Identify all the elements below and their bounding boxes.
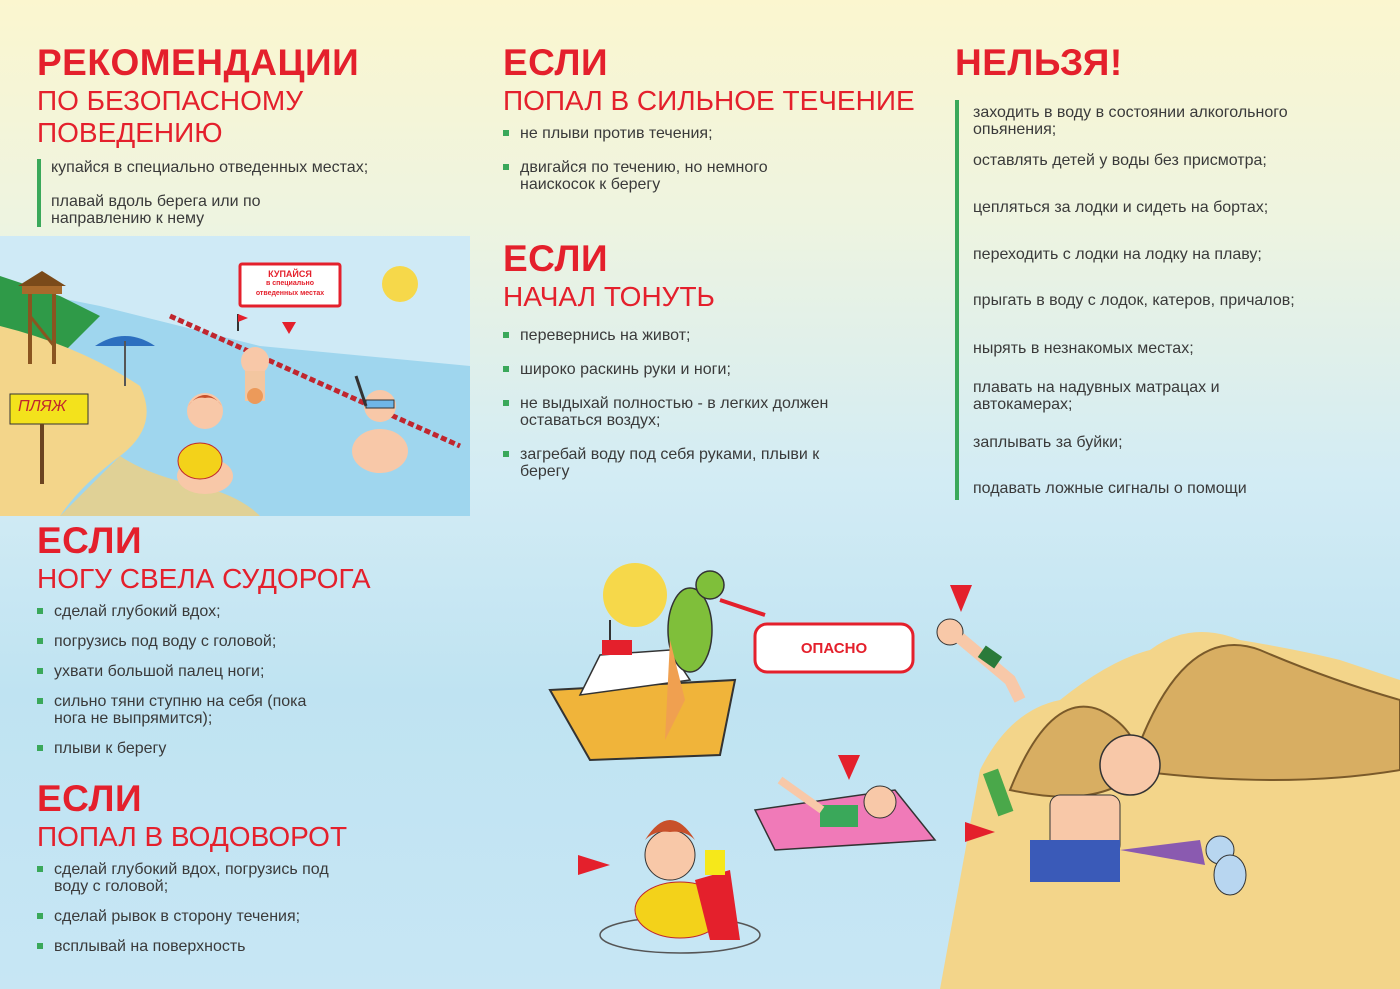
forbidden-section: НЕЛЬЗЯ! заходить в воду в состоянии алко… bbox=[955, 42, 1355, 500]
forbidden-list: заходить в воду в состоянии алкогольного… bbox=[955, 100, 1359, 500]
list-item: перевернись на живот; bbox=[503, 327, 923, 344]
swimmer-woman-icon bbox=[177, 393, 233, 494]
forbidden-title: НЕЛЬЗЯ! bbox=[955, 42, 1123, 83]
list-item: двигайся по течению, но немного наискосо… bbox=[503, 159, 840, 193]
list-item: заходить в воду в состоянии алкогольного… bbox=[973, 104, 1288, 138]
swim-sign-line-2: в специально bbox=[265, 280, 314, 287]
whirlpool-list: сделай глубокий вдох, погрузись под воду… bbox=[37, 861, 457, 955]
drowning-subtitle: НАЧАЛ ТОНУТЬ bbox=[503, 281, 715, 312]
swim-sign-label: КУПАЙСЯ в специально отведенных местах bbox=[242, 269, 338, 299]
recommendations-list: купайся в специально отведенных местах; … bbox=[37, 159, 457, 227]
drowning-title: ЕСЛИ bbox=[503, 238, 609, 279]
whirlpool-subtitle: ПОПАЛ В ВОДОВОРОТ bbox=[37, 821, 348, 852]
whirlpool-section: ЕСЛИ ПОПАЛ В ВОДОВОРОТ сделай глубокий в… bbox=[37, 780, 457, 955]
danger-bubble-label: ОПАСНО bbox=[800, 640, 868, 657]
sun-icon bbox=[603, 563, 667, 627]
drowning-section: ЕСЛИ НАЧАЛ ТОНУТЬ перевернись на живот; … bbox=[503, 240, 923, 480]
woman-with-buoy-icon bbox=[599, 820, 761, 954]
list-item: плавать на надувных матрацах и автокамер… bbox=[973, 379, 1220, 413]
current-list: не плыви против течения; двигайся по теч… bbox=[503, 125, 923, 193]
whirlpool-title: ЕСЛИ bbox=[37, 778, 143, 819]
parrot-icon bbox=[665, 570, 725, 740]
list-item: ухвати большой палец ноги; bbox=[37, 663, 457, 680]
swimmer-man-icon bbox=[241, 347, 269, 404]
list-item: прыгать в воду с лодок, катеров, причало… bbox=[973, 292, 1295, 309]
current-title: ЕСЛИ bbox=[503, 42, 609, 83]
list-item: нырять в незнакомых местах; bbox=[973, 340, 1194, 357]
list-item: сильно тяни ступню на себя (пока нога не… bbox=[37, 693, 314, 727]
list-item: сделай глубокий вдох; bbox=[37, 603, 457, 620]
current-section: ЕСЛИ ПОПАЛ В СИЛЬНОЕ ТЕЧЕНИЕ не плыви пр… bbox=[503, 44, 923, 193]
sun-icon bbox=[382, 266, 418, 302]
cramp-subtitle: НОГУ СВЕЛА СУДОРОГА bbox=[37, 563, 371, 594]
recommendations-section: РЕКОМЕНДАЦИИ ПО БЕЗОПАСНОМУ ПОВЕДЕНИЮ ку… bbox=[37, 44, 457, 227]
list-item: переходить с лодки на лодку на плаву; bbox=[973, 246, 1262, 263]
list-item: цепляться за лодки и сидеть на бортах; bbox=[973, 199, 1269, 216]
ship-icon bbox=[548, 620, 737, 762]
drowning-list: перевернись на живот; широко раскинь рук… bbox=[503, 327, 923, 480]
lifeguard-tower-icon bbox=[18, 271, 66, 364]
umbrella-icon bbox=[95, 336, 155, 386]
list-item: не выдыхай полностью - в легких должен о… bbox=[503, 395, 890, 429]
list-item: всплывай на поверхность bbox=[37, 938, 457, 955]
list-item: заплывать за буйки; bbox=[973, 434, 1123, 451]
recommendations-title: РЕКОМЕНДАЦИИ bbox=[37, 42, 360, 83]
sea-illustration bbox=[548, 563, 1400, 989]
list-item: купайся в специально отведенных местах; bbox=[51, 159, 369, 176]
cramp-section: ЕСЛИ НОГУ СВЕЛА СУДОРОГА сделай глубокий… bbox=[37, 522, 457, 757]
list-item: не плыви против течения; bbox=[503, 125, 923, 142]
cramp-list: сделай глубокий вдох; погрузись под воду… bbox=[37, 603, 457, 757]
cat-icon bbox=[1205, 835, 1247, 896]
swim-sign-line-3: отведенных местах bbox=[255, 290, 325, 297]
swim-sign-line-1: КУПАЙСЯ bbox=[268, 269, 312, 279]
list-item: погрузись под воду с головой; bbox=[37, 633, 457, 650]
list-item: сделай рывок в сторону течения; bbox=[37, 908, 457, 925]
jumping-boy-icon bbox=[936, 618, 1026, 703]
buoy-line-icon bbox=[168, 313, 462, 449]
mattress-swimmer-icon bbox=[753, 776, 937, 851]
current-subtitle: ПОПАЛ В СИЛЬНОЕ ТЕЧЕНИЕ bbox=[503, 85, 915, 116]
list-item: сделай глубокий вдох, погрузись под воду… bbox=[37, 861, 354, 895]
recommendations-subtitle-1: ПО БЕЗОПАСНОМУ bbox=[37, 85, 304, 116]
man-with-bottle-icon bbox=[982, 734, 1161, 882]
beach-sign-label: ПЛЯЖ bbox=[18, 398, 67, 415]
beach-illustration bbox=[0, 236, 470, 516]
snorkeler-icon bbox=[352, 375, 408, 473]
list-item: загребай воду под себя руками, плыви к б… bbox=[503, 446, 820, 480]
list-item: плыви к берегу bbox=[37, 740, 457, 757]
cramp-title: ЕСЛИ bbox=[37, 520, 143, 561]
list-item: широко раскинь руки и ноги; bbox=[503, 361, 923, 378]
list-item: подавать ложные сигналы о помощи bbox=[973, 480, 1247, 497]
recommendations-subtitle-2: ПОВЕДЕНИЮ bbox=[37, 117, 223, 148]
list-item: оставлять детей у воды без присмотра; bbox=[973, 152, 1267, 169]
list-item: плавай вдоль берега или по направлению к… bbox=[51, 193, 261, 227]
